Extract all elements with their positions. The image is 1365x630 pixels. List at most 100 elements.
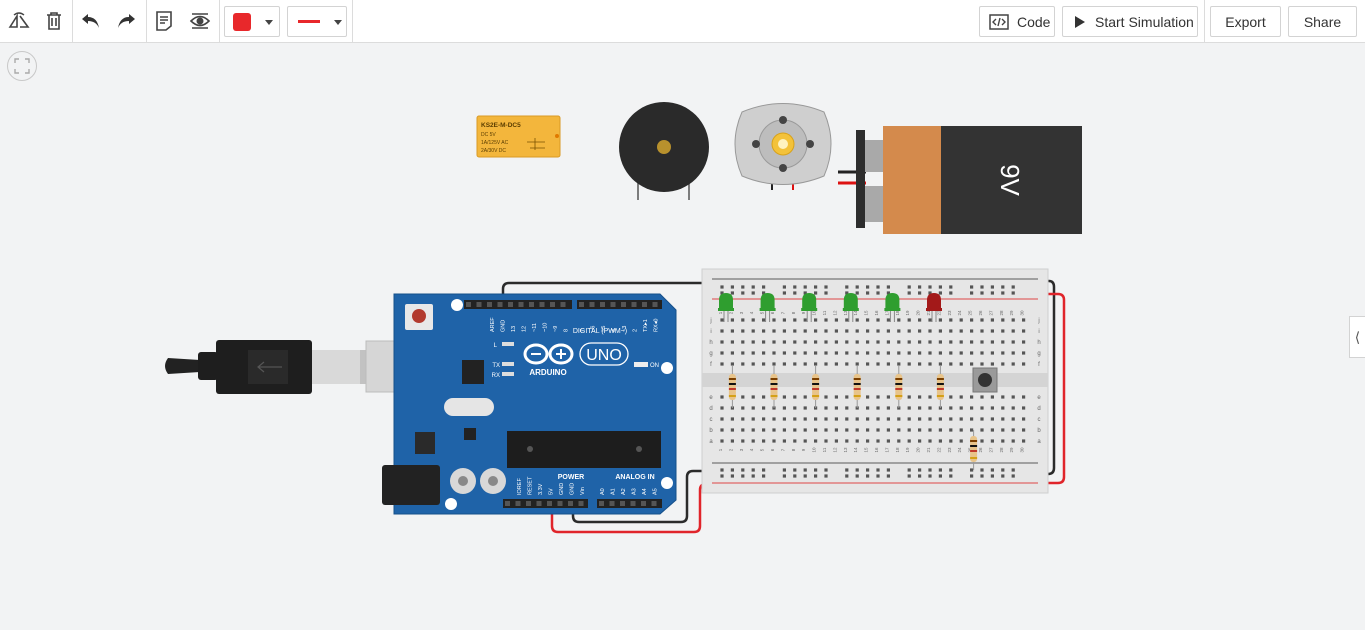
led[interactable] [801, 293, 818, 322]
column-number: 1 [718, 311, 723, 314]
wire-style-dropdown[interactable] [287, 6, 347, 37]
wire[interactable] [1023, 279, 1056, 476]
column-number: 8 [791, 311, 796, 314]
pin-label: A4 [642, 488, 648, 495]
led-tx-label: TX [492, 363, 500, 369]
column-number: 21 [926, 447, 931, 453]
column-number: 3 [739, 448, 744, 451]
pin-label: A2 [621, 488, 627, 495]
arduino-brand-label: ARDUINO [529, 368, 566, 377]
column-number: 22 [936, 310, 941, 316]
column-number: 15 [864, 310, 869, 316]
export-button[interactable]: Export [1210, 6, 1281, 37]
row-letter: d [709, 406, 712, 412]
usb-cable[interactable] [165, 340, 436, 394]
column-number: 6 [770, 311, 775, 314]
code-button[interactable]: Code [979, 6, 1055, 37]
wire-style-swatch [298, 20, 320, 23]
redo-icon[interactable] [112, 7, 140, 35]
trash-icon[interactable] [40, 7, 68, 35]
column-number: 11 [822, 310, 827, 315]
column-number: 16 [874, 447, 879, 453]
column-number: 20 [916, 310, 921, 316]
arduino-uno[interactable]: UNO ARDUINO DIGITAL (PWM~) POWER ANALOG … [382, 293, 677, 515]
pushbutton[interactable] [972, 367, 998, 393]
chevron-down-icon [334, 20, 342, 25]
resistor[interactable] [970, 430, 978, 470]
column-number: 23 [947, 310, 952, 316]
fill-color-dropdown[interactable] [224, 6, 280, 37]
column-number: 21 [926, 310, 931, 316]
pin-label: 4 [612, 329, 618, 332]
pin-label: IOREF [517, 478, 523, 495]
led[interactable] [884, 293, 901, 322]
breadboard[interactable]: 1122334455667788991010111112121313141415… [701, 268, 1049, 494]
column-number: 27 [988, 447, 993, 453]
dc-motor[interactable] [734, 103, 832, 191]
undo-icon[interactable] [77, 7, 105, 35]
pin-label: 3.3V [538, 483, 544, 495]
wire[interactable] [571, 469, 725, 524]
wire[interactable] [550, 482, 725, 534]
share-button[interactable]: Share [1288, 6, 1357, 37]
led-l-label: L [494, 343, 498, 349]
column-number: 16 [874, 310, 879, 316]
rotate-icon[interactable] [5, 7, 33, 35]
notes-icon[interactable] [150, 7, 178, 35]
column-number: 14 [853, 310, 858, 316]
column-number: 10 [812, 310, 817, 316]
column-number: 30 [1020, 447, 1025, 453]
column-number: 14 [853, 447, 858, 453]
start-simulation-button[interactable]: Start Simulation [1062, 6, 1198, 37]
led[interactable] [759, 293, 776, 322]
panel-toggle-button[interactable]: ⟨ [1349, 316, 1365, 358]
pin-label: 8 [564, 329, 570, 332]
wire[interactable] [1023, 292, 1066, 485]
resistor[interactable] [936, 366, 944, 408]
row-letter: f [1038, 362, 1040, 368]
battery-9v[interactable]: 9V [838, 126, 1082, 234]
resistor[interactable] [770, 366, 778, 408]
pin-label: GND [559, 483, 565, 495]
led-rx-label: RX [492, 373, 500, 379]
column-number: 25 [968, 310, 973, 316]
column-number: 7 [780, 311, 785, 314]
column-number: 6 [770, 448, 775, 451]
resistor[interactable] [853, 366, 861, 408]
chevron-left-icon: ⟨ [1354, 328, 1361, 345]
pin-label: ~6 [591, 326, 597, 332]
column-number: 28 [999, 310, 1004, 316]
column-number: 12 [832, 447, 837, 453]
pin-label: GND [501, 320, 507, 332]
eye-icon[interactable] [186, 7, 214, 35]
resistor[interactable] [728, 366, 736, 408]
led[interactable] [842, 293, 859, 322]
fit-to-view-button[interactable] [7, 51, 37, 81]
row-letter: b [1037, 428, 1041, 434]
led[interactable] [718, 293, 734, 322]
piezo-buzzer[interactable] [619, 102, 709, 200]
wires [501, 279, 1066, 534]
resistor[interactable] [812, 366, 820, 408]
pin-label: 5V [549, 488, 555, 495]
pin-label: ~5 [601, 326, 607, 332]
pin-label: ~9 [553, 326, 559, 332]
play-icon [1075, 15, 1085, 28]
wire[interactable] [501, 281, 725, 307]
relay-spec-label: 1A/125V AC [481, 140, 509, 146]
column-number: 10 [812, 447, 817, 453]
code-label: Code [1017, 13, 1051, 30]
row-letter: f [710, 362, 712, 368]
column-number: 23 [947, 447, 952, 453]
row-letter: a [1037, 439, 1041, 445]
column-number: 1 [718, 448, 723, 451]
pin-label: Vin [580, 487, 586, 495]
led[interactable] [926, 293, 942, 322]
toolbar: Code Start Simulation Export Share [0, 0, 1365, 43]
column-number: 27 [988, 310, 993, 316]
row-letter: i [710, 329, 711, 335]
relay[interactable]: KS2E-M-DC5 DC 5V 1A/125V AC 2A/30V DC [476, 115, 561, 158]
resistor[interactable] [895, 366, 903, 408]
